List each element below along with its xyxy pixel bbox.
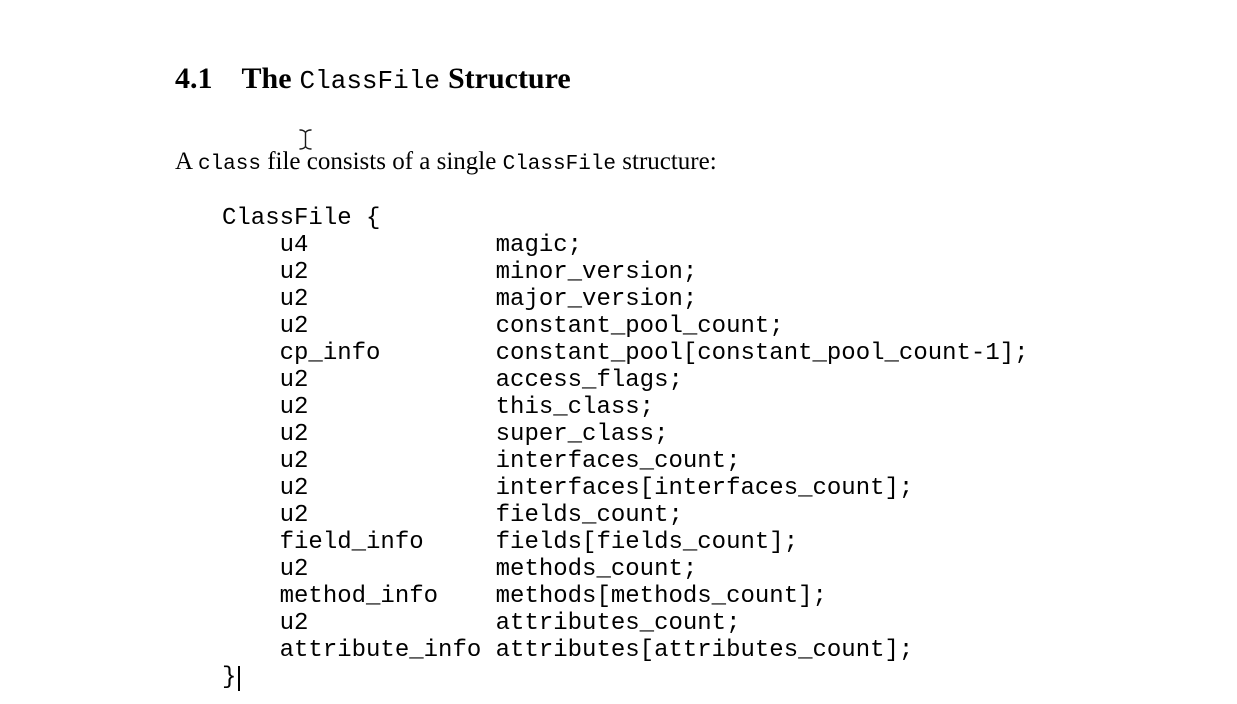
classfile-struct-code[interactable]: ClassFile { u4 magic; u2 minor_version; … <box>222 205 1029 691</box>
heading-word-the: The <box>241 62 292 95</box>
text-caret <box>238 666 240 691</box>
heading-word-structure: Structure <box>447 62 571 95</box>
inline-code-classfile: ClassFile <box>502 153 617 176</box>
inline-code-class: class <box>197 153 261 176</box>
text-ibeam-cursor <box>299 129 312 150</box>
intro-paragraph: A class file consists of a single ClassF… <box>175 147 717 180</box>
section-number: 4.1 <box>175 62 213 95</box>
heading-classfile-code: ClassFile <box>299 66 440 96</box>
paragraph-text-tail: structure: <box>616 148 717 175</box>
paragraph-text-lead: A <box>175 148 198 175</box>
paragraph-text-middle: file consists of a single <box>260 148 503 175</box>
